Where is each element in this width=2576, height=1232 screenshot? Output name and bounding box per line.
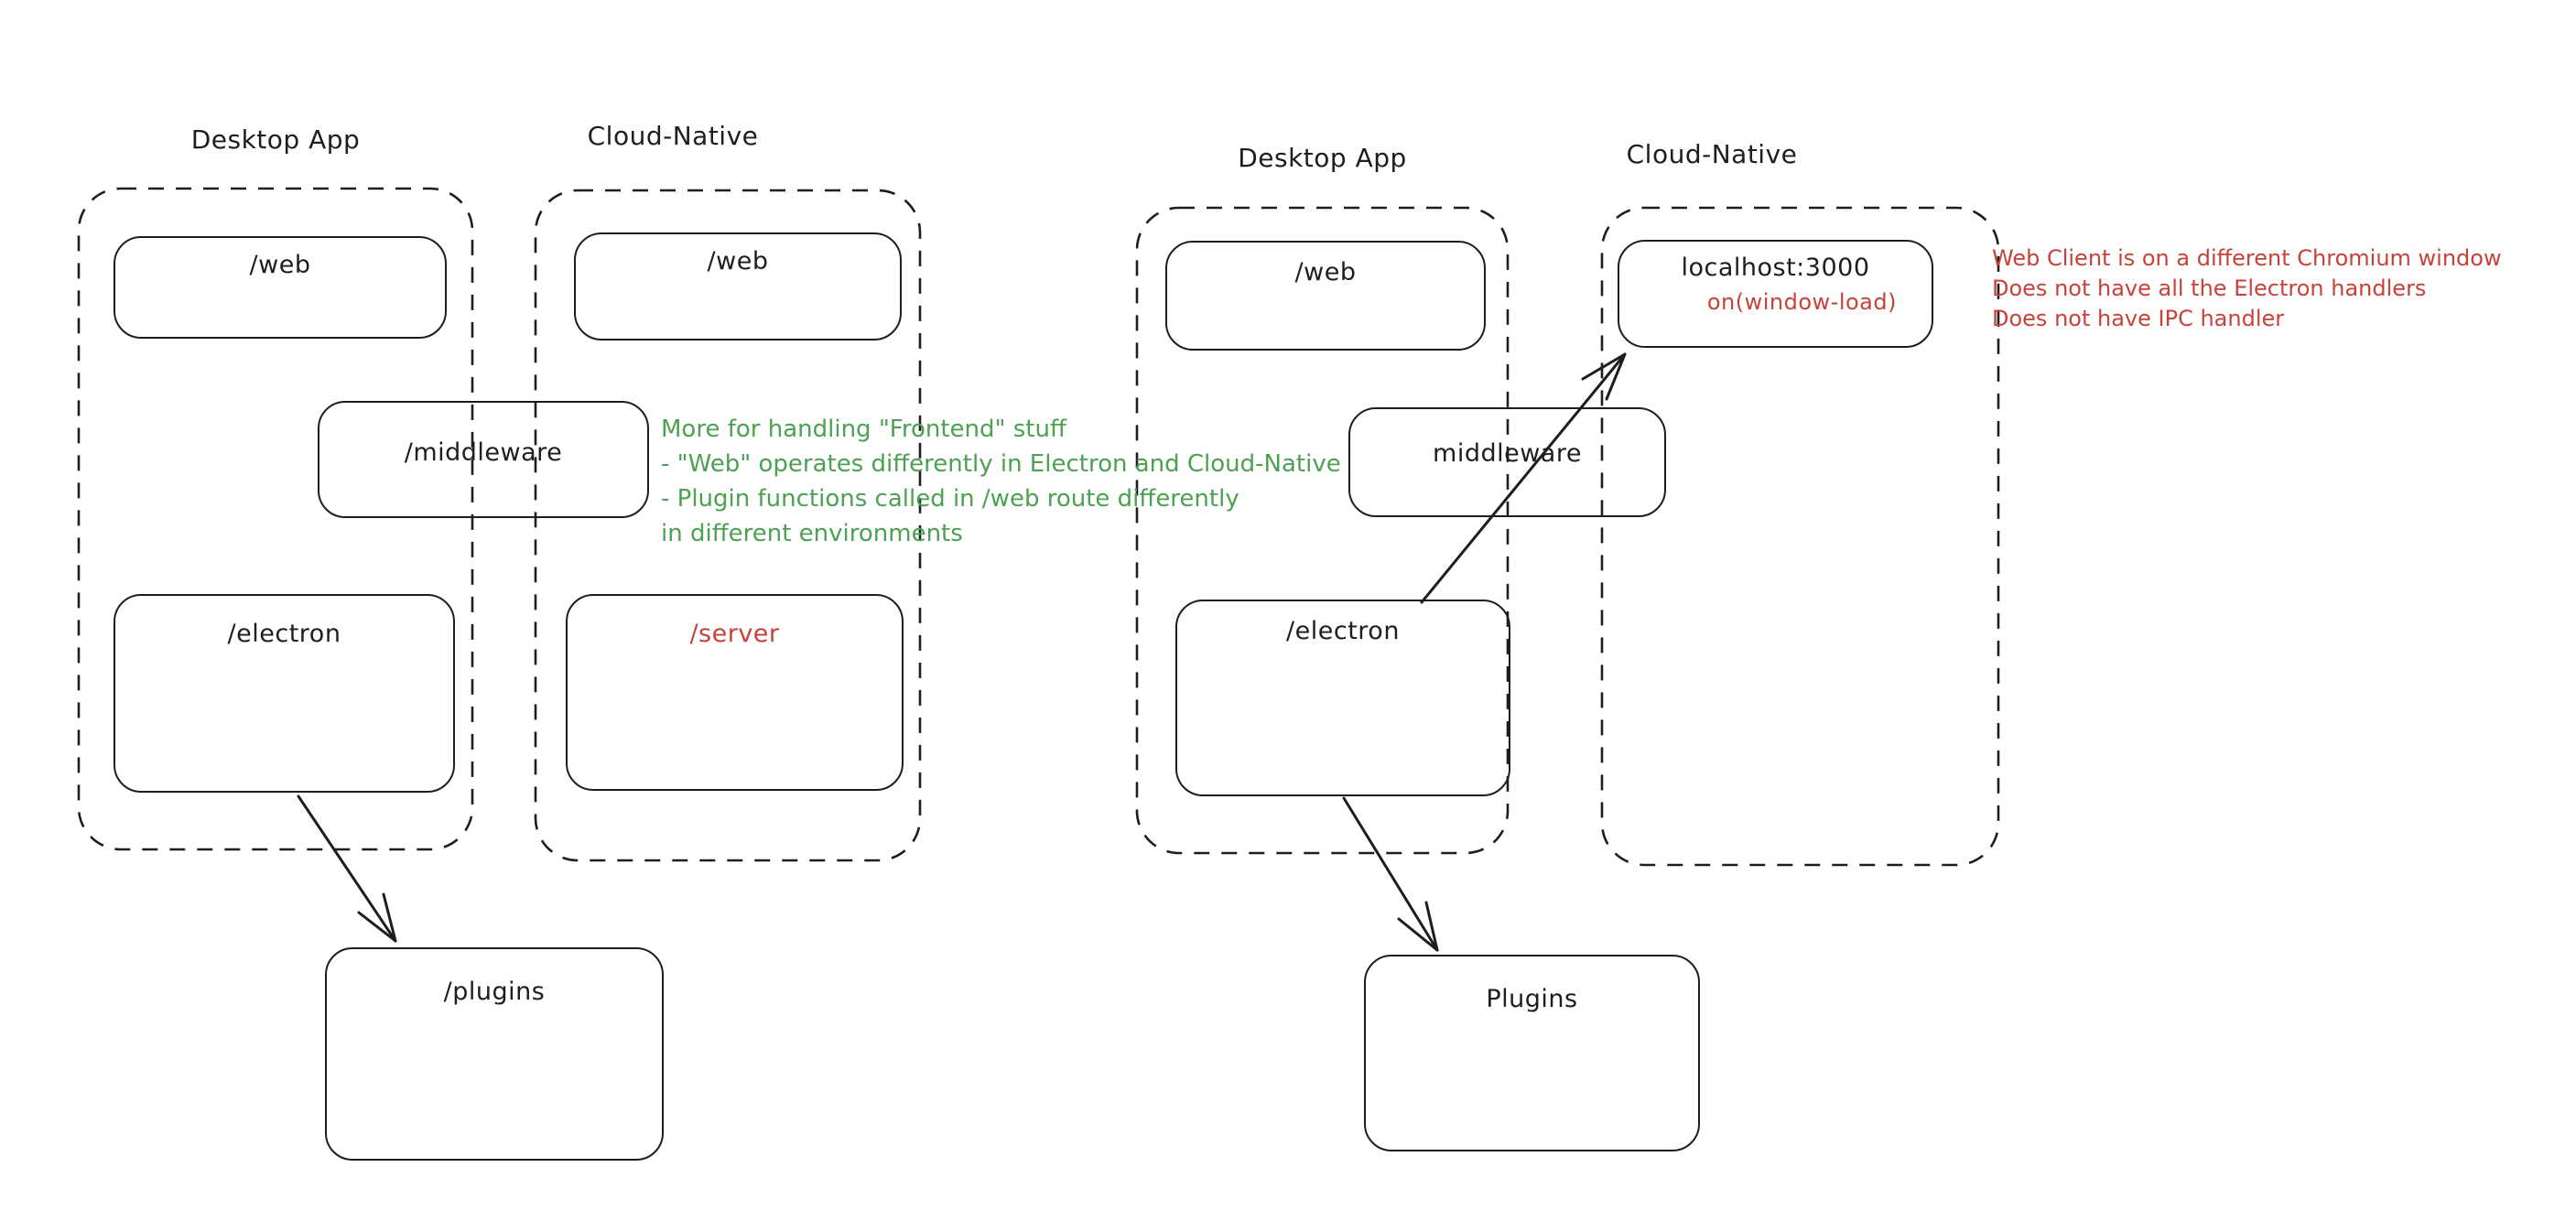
box-left-middleware: /middleware — [318, 401, 649, 518]
box-right-localhost: localhost:3000 on(window-load) — [1618, 240, 1933, 348]
container-right-desktop-app — [1135, 206, 1510, 855]
box-right-plugins-label: Plugins — [1486, 985, 1578, 1013]
green-note-line-1: More for handling "Frontend" stuff — [661, 416, 1066, 443]
label-right-cloud-native: Cloud-Native — [1626, 139, 1798, 169]
box-left-middleware-label: /middleware — [404, 438, 563, 467]
box-right-middleware-label: middleware — [1433, 439, 1582, 468]
box-right-plugins: Plugins — [1364, 955, 1700, 1151]
arrow-right-electron-to-plugins — [1342, 796, 1439, 952]
box-left-electron: /electron — [114, 594, 455, 793]
box-left-plugins-label: /plugins — [443, 978, 546, 1006]
green-note-line-4: in different environments — [661, 520, 963, 547]
label-right-desktop-app: Desktop App — [1238, 143, 1407, 173]
box-right-electron-label: /electron — [1286, 617, 1400, 645]
box-left-cloud-web: /web — [574, 232, 902, 340]
red-note-line-1: Web Client is on a different Chromium wi… — [1992, 245, 2502, 271]
box-left-server: /server — [566, 594, 904, 791]
red-note: Web Client is on a different Chromium wi… — [1992, 243, 2502, 334]
box-right-localhost-label: localhost:3000 — [1681, 254, 1870, 282]
label-left-cloud-native: Cloud-Native — [587, 121, 759, 151]
box-left-desktop-web: /web — [114, 236, 447, 339]
container-right-cloud-native — [1600, 206, 2000, 867]
box-right-electron: /electron — [1175, 600, 1510, 796]
box-left-desktop-web-label: /web — [249, 251, 311, 279]
green-note: More for handling "Frontend" stuff - "We… — [661, 412, 1341, 551]
green-note-line-3: - Plugin functions called in /web route … — [661, 485, 1239, 513]
box-left-cloud-web-label: /web — [707, 247, 769, 276]
green-note-line-2: - "Web" operates differently in Electron… — [661, 450, 1341, 478]
container-left-cloud-native — [534, 189, 922, 862]
box-right-desktop-web-label: /web — [1294, 258, 1357, 286]
box-left-server-label: /server — [689, 620, 780, 648]
red-note-line-2: Does not have all the Electron handlers — [1992, 276, 2427, 301]
box-left-electron-label: /electron — [227, 620, 341, 648]
label-left-desktop-app: Desktop App — [190, 124, 361, 155]
arrow-right-electron-to-localhost — [1420, 352, 1627, 604]
red-note-line-3: Does not have IPC handler — [1992, 306, 2285, 331]
box-right-localhost-event-label: on(window-load) — [1706, 289, 1897, 315]
box-right-middleware: middleware — [1348, 407, 1666, 517]
arrow-left-electron-to-plugins — [297, 794, 397, 943]
container-left-desktop-app — [77, 187, 474, 851]
box-left-plugins: /plugins — [325, 947, 664, 1161]
box-right-desktop-web: /web — [1165, 241, 1486, 351]
